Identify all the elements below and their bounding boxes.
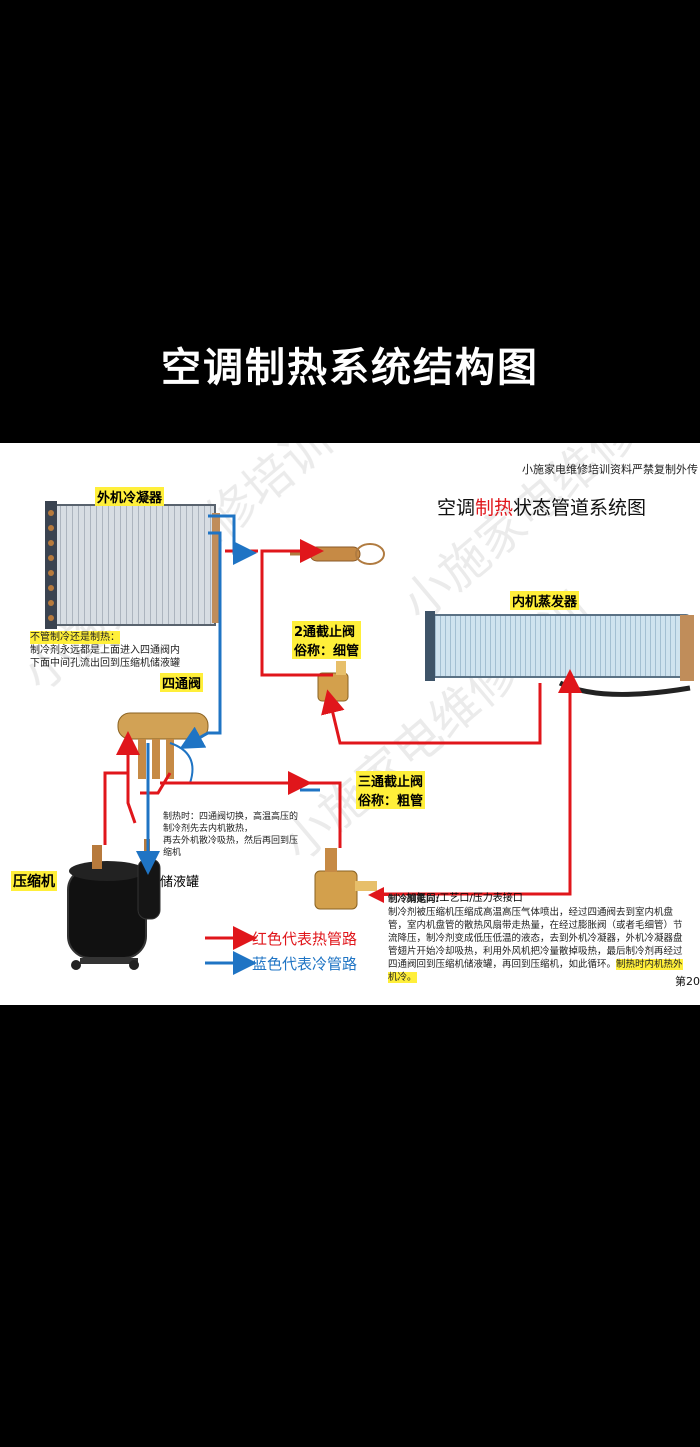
note-heating: 制热时：四通阀切换，高温高压的 制冷剂先去内机散热， 再去外机散冷吸热，然后再回…: [163, 811, 298, 859]
label-charge-port: 加氟口/工艺口/压力表接口: [406, 893, 523, 904]
note-heating-line1: 制热时：四通阀切换，高温高压的: [163, 812, 299, 822]
note-heating-line4: 缩机: [163, 848, 182, 858]
label-accumulator: 储液罐: [160, 875, 200, 890]
note-left-line2: 下面中间孔流出回到压缩机储液罐: [30, 658, 180, 669]
two-way-valve-alias: 俗称：细管: [292, 640, 362, 659]
two-way-valve-name: 2通截止阀: [292, 621, 362, 640]
legend-red-label: 红色代表热管路: [252, 930, 358, 948]
filter-capillary: [290, 543, 385, 565]
compressor: [67, 845, 147, 970]
label-evaporator: 内机蒸发器: [510, 591, 580, 610]
note-left: 不管制冷还是制热： 制冷剂永远都是上面进入四通阀内 下面中间孔流出回到压缩机储液…: [30, 631, 180, 670]
condenser-coil: [45, 501, 220, 629]
evaporator-coil: [425, 611, 694, 697]
label-two-way-valve: 2通截止阀 俗称：细管: [292, 621, 362, 659]
flow-note-body: 制冷剂被压缩机压缩成高温高压气体喷出，经过四通阀去到室内机盘管，室内机盘管的散热…: [388, 907, 683, 970]
flow-note: 制冷剂走向: 制冷剂被压缩机压缩成高温高压气体喷出，经过四通阀去到室内机盘管，室…: [388, 893, 688, 984]
label-compressor: 压缩机: [11, 871, 57, 891]
flow-note-title: 制冷剂走向:: [388, 894, 440, 905]
diagram-title: 空调制热状态管道系统图: [437, 497, 647, 519]
note-left-title: 不管制冷还是制热：: [30, 631, 120, 644]
three-way-valve-alias: 俗称：粗管: [356, 790, 426, 809]
diagram-panel: 小施家电维修培训 小施家电维修培训 小施家电维修培训: [0, 443, 700, 1005]
cold-pipes: [136, 514, 320, 875]
two-way-valve: [317, 661, 349, 702]
four-way-valve: [117, 712, 209, 784]
label-condenser: 外机冷凝器: [95, 487, 165, 506]
page-number: 第20: [675, 975, 700, 988]
note-heating-line2: 制冷剂先去内机散热，: [163, 824, 254, 834]
page-title: 空调制热系统结构图: [161, 345, 539, 391]
label-three-way-valve: 三通截止阀 俗称：粗管: [356, 771, 426, 809]
three-way-valve-name: 三通截止阀: [356, 771, 426, 790]
note-heating-line3: 再去外机散冷吸热，然后再回到压: [163, 836, 299, 846]
label-four-way-valve: 四通阀: [160, 673, 204, 692]
legend-blue-label: 蓝色代表冷管路: [252, 955, 358, 973]
note-left-line1: 制冷剂永远都是上面进入四通阀内: [30, 645, 180, 656]
copyright-notice: 小施家电维修培训资料严禁复制外传: [522, 463, 698, 476]
system-diagram: 小施家电维修培训 小施家电维修培训 小施家电维修培训: [12, 443, 700, 975]
three-way-valve: [314, 848, 377, 910]
